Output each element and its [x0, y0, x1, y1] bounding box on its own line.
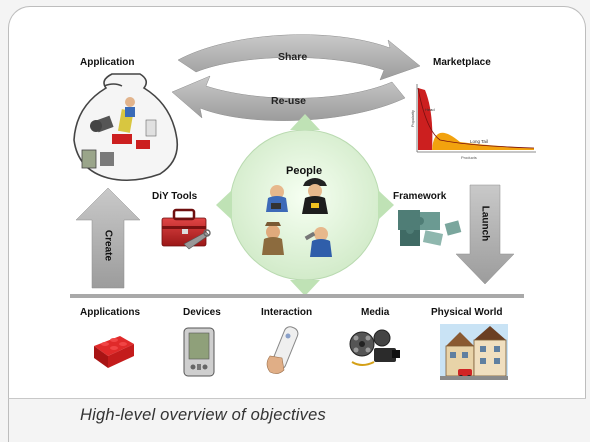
film-reel-icon	[349, 329, 400, 366]
chart-tail-label: Long Tail	[470, 139, 488, 144]
chart-xlabel: Products	[461, 155, 477, 160]
create-arrow	[75, 187, 141, 289]
person-firefighter-icon	[302, 178, 328, 214]
person-photographer-icon	[266, 185, 288, 212]
reuse-label: Re-use	[271, 95, 307, 107]
devices-label: Devices	[183, 307, 221, 318]
diy-tools-label: DiY Tools	[152, 191, 198, 202]
framework-label: Framework	[393, 191, 447, 202]
share-label: Share	[278, 51, 308, 63]
caption-band	[8, 398, 586, 442]
physical-world-label: Physical World	[431, 307, 503, 318]
interaction-label: Interaction	[261, 307, 313, 318]
townhouse-icon	[440, 324, 508, 380]
application-label: Application	[80, 57, 135, 68]
long-tail-chart: Popularity Products Head Long Tail	[411, 82, 537, 160]
media-label: Media	[361, 307, 390, 318]
applications-label: Applications	[80, 307, 141, 318]
chart-ylabel: Popularity	[411, 110, 415, 127]
figure-caption: High-level overview of objectives	[80, 406, 326, 424]
toolbox-icon	[161, 208, 211, 250]
marketplace-label: Marketplace	[433, 57, 491, 68]
person-explorer-icon	[262, 222, 284, 255]
puzzle-icon	[398, 210, 462, 246]
launch-arrow	[455, 184, 515, 285]
bag-of-apps-icon	[73, 73, 179, 182]
chart-head-label: Head	[425, 107, 435, 112]
share-arrow	[177, 34, 421, 81]
reuse-arrow	[171, 75, 406, 121]
pda-icon	[183, 327, 215, 377]
baseline-bar	[70, 294, 524, 298]
lego-brick-icon	[94, 336, 134, 368]
launch-label: Launch	[479, 205, 491, 242]
create-label: Create	[102, 229, 114, 262]
people-label: People	[286, 165, 323, 177]
person-mechanic-icon	[304, 227, 332, 257]
wii-remote-icon	[266, 326, 299, 374]
